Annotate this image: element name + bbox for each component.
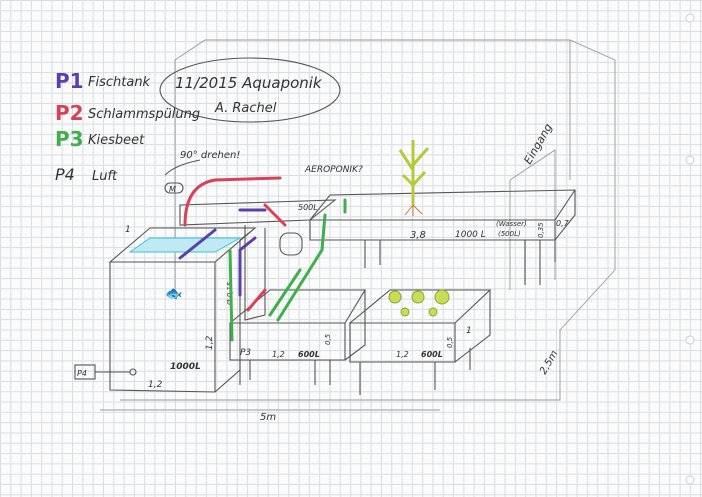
legend-p1-code: P1 [55,69,84,93]
tank-height: 1,2 [205,335,215,350]
title-ellipse [159,57,341,123]
bed-depth: 0,35 [537,222,545,238]
legend-p4-code: P4 [55,165,75,184]
note-rotate: 90° drehen! [180,150,240,161]
legend: P1 Fischtank P2 Schlammspülung P3 Kiesbe… [55,69,200,184]
rotate-arrow [164,159,201,176]
gravel-length: 1,2 [272,350,285,359]
lettuce-height: 1 [466,326,472,336]
motor-label: M [169,185,176,194]
air-pump-label: P4 [77,369,87,378]
tree-icon [398,140,430,216]
air-pump: P4 [74,364,137,380]
gravel-pump: P3 [240,348,251,358]
water-surface [128,237,242,253]
binder-holes [685,13,695,485]
bed-water: (Wasser) [496,220,527,228]
legend-p2-code: P2 [55,101,84,125]
title-line2: A. Rachel [214,101,277,116]
length-total: 5m [260,412,276,423]
lettuce-length: 1,2 [396,350,409,359]
gravel-volume: 600L [298,350,320,359]
legend-p3-code: P3 [55,127,84,151]
bed-length: 3,8 [410,230,426,241]
tank-volume: 1000L [170,362,201,372]
width-total: 2,5m [538,349,560,377]
legend-p2-label: Schlammspülung [88,107,200,122]
greenhouse-outline [100,39,616,411]
fish-tank: 🐟 1,2 1000L 1,2 1 Ø 0,15 [108,225,257,393]
bed-volume: 1000 L [455,230,486,240]
filter-cylinder [279,232,303,256]
legend-p3-label: Kiesbeet [88,133,145,148]
title-line1: 11/2015 Aquaponik [175,74,323,92]
lettuce-depth: 0,5 [446,336,454,348]
lettuce-volume: 600L [421,350,443,359]
lettuce-icons [388,289,450,317]
gravel-bed: P3 1,2 600L 0,5 [228,289,366,385]
gravel-depth: 0,5 [324,333,332,345]
legend-p4-label: Luft [92,169,118,184]
pipes [178,176,347,342]
note-entrance: Eingang [521,121,555,166]
note-aeroponik: AEROPONIK? [304,165,363,175]
lettuce-bed: 1,2 600L 0,5 1 [348,289,492,395]
legend-p1-label: Fischtank [88,75,151,90]
sump-volume: 500L [298,203,318,212]
tank-width: 1,2 [148,380,163,390]
bed-height: 0,7 [556,219,570,228]
fish-icon: 🐟 [165,286,182,302]
tank-top: 1 [125,225,131,235]
bed-water-volume: (500L) [498,230,521,238]
motor-icon [164,182,184,194]
grow-bed-long: 3,8 1000 L (Wasser) (500L) 0,35 0,7 [309,140,576,285]
sump-tank: M 500L [164,182,337,321]
